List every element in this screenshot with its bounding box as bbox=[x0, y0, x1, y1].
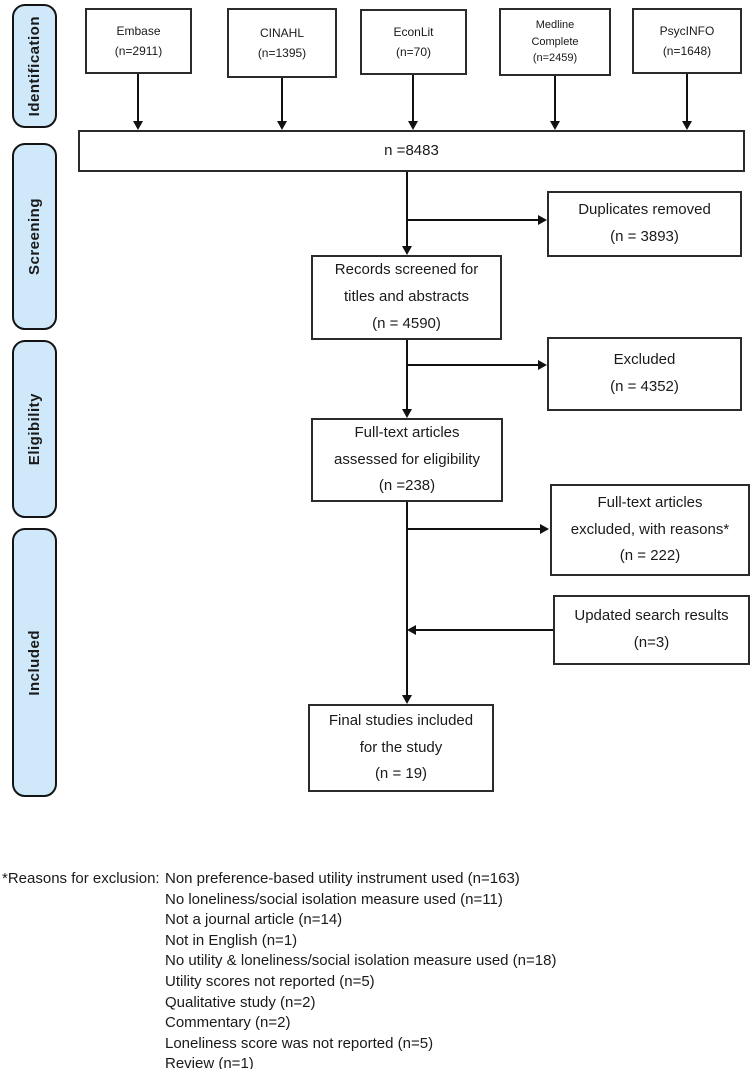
source-name: PsycINFO bbox=[659, 23, 715, 38]
source-box-psycinfo: PsycINFO (n=1648) bbox=[632, 8, 742, 74]
reason-item: Review (n=1) bbox=[165, 1055, 254, 1069]
source-count: (n=70) bbox=[395, 45, 432, 59]
arrowhead-cinahl-to-pool bbox=[277, 121, 287, 130]
duplicates-removed-box: Duplicates removed (n = 3893) bbox=[547, 191, 742, 257]
arrowhead-psycinfo-to-pool bbox=[682, 121, 692, 130]
reason-item: No loneliness/social isolation measure u… bbox=[165, 890, 503, 908]
flow-line-pool-to-screened bbox=[406, 172, 408, 246]
fulltext-excluded-box: Full-text articles excluded, with reason… bbox=[550, 484, 750, 576]
stage-label-identification: Identification bbox=[26, 15, 43, 117]
reason-item: Loneliness score was not reported (n=5) bbox=[165, 1034, 434, 1052]
source-box-medline: Medline Complete (n=2459) bbox=[499, 8, 611, 76]
source-name: Complete bbox=[531, 35, 579, 48]
arrowhead-to-duplicates bbox=[538, 215, 547, 225]
box-text: Full-text articles bbox=[354, 423, 460, 441]
arrowhead-to-fulltext-excluded bbox=[540, 524, 549, 534]
arrowhead-fulltext-to-final bbox=[402, 695, 412, 704]
stage-screening: Screening bbox=[12, 143, 57, 330]
stage-label-eligibility: Eligibility bbox=[26, 392, 43, 466]
stage-identification: Identification bbox=[12, 4, 57, 128]
box-count: (n =238) bbox=[378, 477, 436, 495]
reason-item: No utility & loneliness/social isolation… bbox=[165, 952, 557, 970]
reason-item: Non preference-based utility instrument … bbox=[165, 870, 520, 887]
branch-line-to-duplicates bbox=[407, 219, 539, 221]
box-text: Full-text articles bbox=[597, 493, 703, 511]
arrow-line-embase-to-pool bbox=[137, 74, 139, 121]
reason-item: Utility scores not reported (n=5) bbox=[165, 972, 375, 990]
source-box-cinahl: CINAHL (n=1395) bbox=[227, 8, 337, 78]
branch-line-to-fulltext-excluded bbox=[407, 528, 541, 530]
arrowhead-to-excluded bbox=[538, 360, 547, 370]
arrowhead-econlit-to-pool bbox=[408, 121, 418, 130]
box-count: (n = 19) bbox=[374, 765, 428, 783]
source-count: (n=2911) bbox=[114, 44, 163, 58]
reason-item: Not a journal article (n=14) bbox=[165, 911, 343, 929]
source-name: Medline bbox=[535, 19, 575, 32]
final-included-box: Final studies included for the study (n … bbox=[308, 704, 494, 792]
box-text: assessed for eligibility bbox=[334, 450, 480, 468]
arrow-line-econlit-to-pool bbox=[412, 75, 414, 121]
branch-line-from-updated-search bbox=[415, 629, 553, 631]
exclusion-reasons-footnote: *Reasons for exclusion: Non preference-b… bbox=[2, 869, 556, 1069]
box-count: (n = 4590) bbox=[372, 314, 441, 332]
box-text: excluded, with reasons* bbox=[570, 520, 730, 538]
excluded-box: Excluded (n = 4352) bbox=[547, 337, 742, 411]
source-box-embase: Embase (n=2911) bbox=[85, 8, 192, 74]
source-count: (n=1395) bbox=[257, 46, 307, 60]
source-box-econlit: EconLit (n=70) bbox=[360, 9, 467, 75]
footnote-reasons-list: Non preference-based utility instrument … bbox=[165, 869, 556, 1069]
reason-item: Commentary (n=2) bbox=[165, 1014, 291, 1032]
source-name: Embase bbox=[116, 23, 161, 38]
records-screened-box: Records screened for titles and abstract… bbox=[311, 255, 502, 340]
box-text: Records screened for bbox=[334, 261, 479, 279]
box-count: (n = 3893) bbox=[610, 228, 679, 245]
box-text: titles and abstracts bbox=[343, 288, 470, 306]
arrow-line-medline-to-pool bbox=[554, 76, 556, 121]
pooled-records-box: n =8483 bbox=[78, 130, 745, 172]
updated-search-box: Updated search results (n=3) bbox=[553, 595, 750, 665]
reason-item: Not in English (n=1) bbox=[165, 931, 298, 949]
flow-line-screened-to-fulltext bbox=[406, 340, 408, 409]
box-text: Duplicates removed bbox=[578, 201, 711, 219]
box-count: (n=3) bbox=[633, 634, 670, 651]
box-text: for the study bbox=[359, 738, 443, 756]
arrowhead-medline-to-pool bbox=[550, 121, 560, 130]
arrowhead-screened-to-fulltext bbox=[402, 409, 412, 418]
arrow-line-cinahl-to-pool bbox=[281, 78, 283, 121]
reason-item: Qualitative study (n=2) bbox=[165, 993, 316, 1011]
stage-label-included: Included bbox=[26, 629, 43, 696]
stage-label-screening: Screening bbox=[26, 197, 43, 276]
box-text: Updated search results bbox=[574, 607, 729, 625]
box-count: (n = 222) bbox=[619, 547, 681, 565]
source-count: (n=2459) bbox=[532, 52, 578, 65]
box-text: Final studies included bbox=[328, 711, 474, 729]
source-name: CINAHL bbox=[259, 25, 304, 40]
arrow-line-psycinfo-to-pool bbox=[686, 74, 688, 121]
arrowhead-pool-to-screened bbox=[402, 246, 412, 255]
footnote-label: *Reasons for exclusion: bbox=[2, 870, 160, 887]
box-text: Excluded bbox=[613, 351, 676, 369]
fulltext-assessed-box: Full-text articles assessed for eligibil… bbox=[311, 418, 503, 502]
arrowhead-from-updated-search bbox=[407, 625, 416, 635]
arrowhead-embase-to-pool bbox=[133, 121, 143, 130]
branch-line-to-excluded bbox=[407, 364, 539, 366]
source-name: EconLit bbox=[393, 24, 434, 39]
box-count: (n = 4352) bbox=[610, 378, 679, 395]
stage-included: Included bbox=[12, 528, 57, 797]
pooled-records-count: n =8483 bbox=[384, 141, 439, 159]
stage-eligibility: Eligibility bbox=[12, 340, 57, 518]
flow-line-fulltext-to-final bbox=[406, 502, 408, 695]
source-count: (n=1648) bbox=[662, 44, 712, 58]
